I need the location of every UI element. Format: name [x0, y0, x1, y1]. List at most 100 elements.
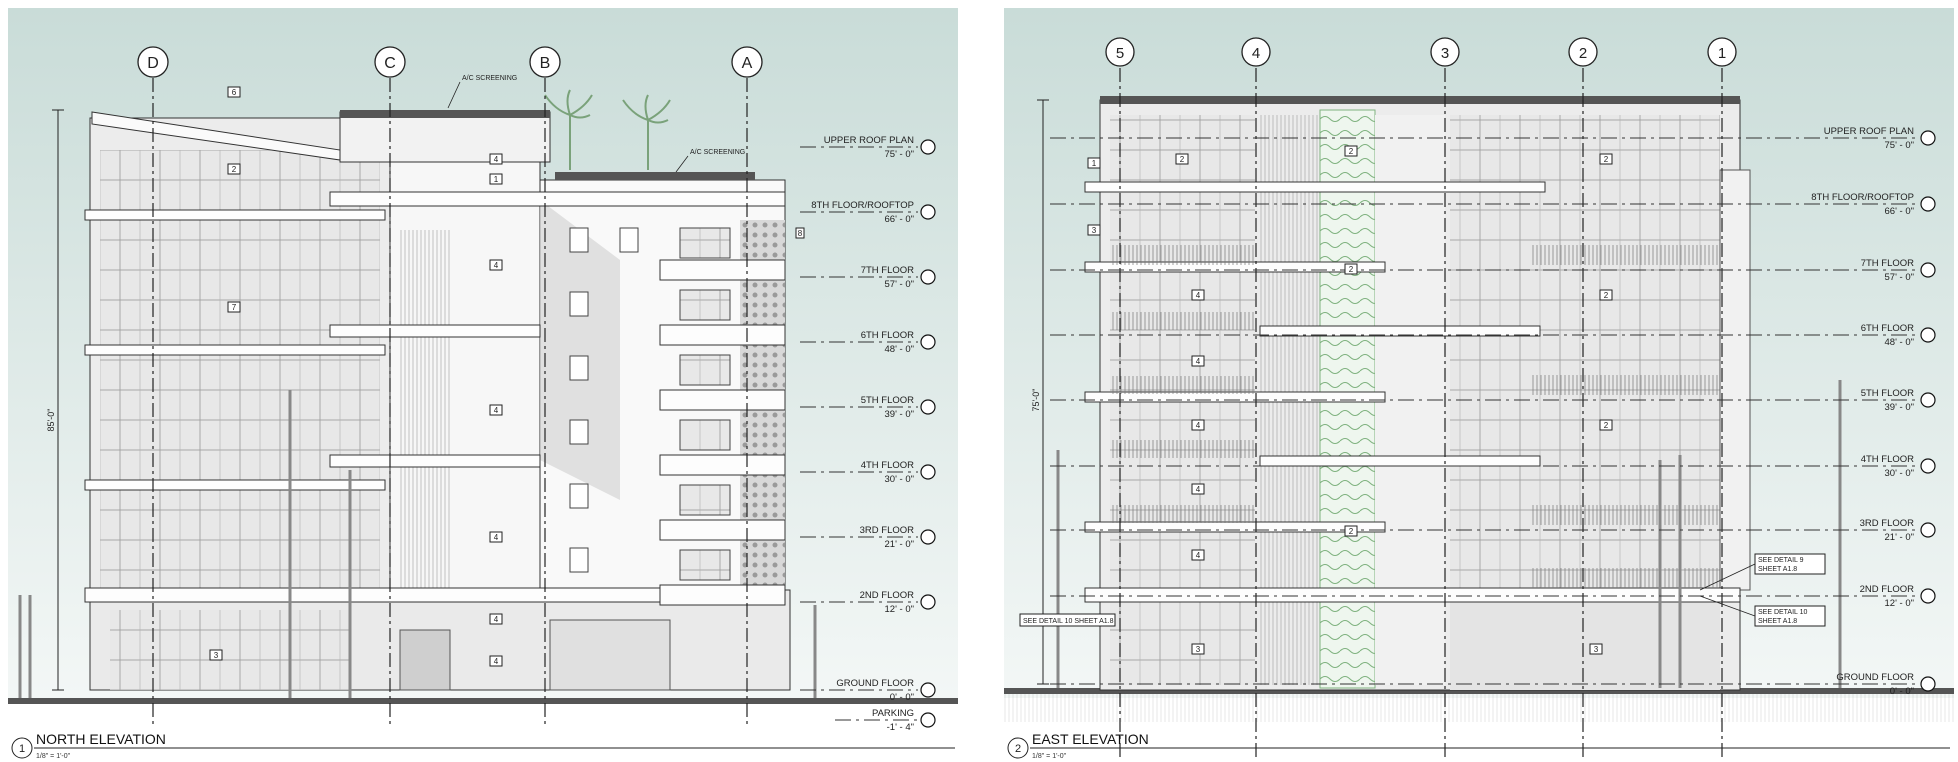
level-elev: 75' - 0"	[1885, 140, 1914, 151]
level-name: 8TH FLOOR/ROOFTOP	[1811, 192, 1914, 203]
north-grid-lines	[152, 78, 748, 728]
view-title: NORTH ELEVATION	[36, 731, 166, 747]
keynote-tag: 2	[1349, 147, 1354, 156]
keynote-tag: 1	[494, 175, 499, 184]
level-name: 3RD FLOOR	[860, 525, 915, 536]
level-elev: 75' - 0"	[885, 149, 914, 160]
level-elev: 48' - 0"	[885, 344, 914, 355]
north-overall-dimension: 85'-0"	[46, 109, 64, 691]
level-elev: 12' - 0"	[885, 604, 914, 615]
keynote-tag: 6	[232, 88, 237, 97]
east-grid-lines	[1119, 68, 1723, 758]
east-street-poles	[1056, 380, 1842, 688]
level-name: 2ND FLOOR	[1860, 584, 1915, 595]
east-ground	[1004, 688, 1954, 694]
detail-note: SHEET A1.8	[1758, 566, 1797, 573]
level-name: 7TH FLOOR	[861, 265, 914, 276]
level-name: UPPER ROOF PLAN	[1824, 126, 1914, 137]
north-elevation-panel: D C B A UPPER ROOF PLAN 75' - 0"	[8, 8, 958, 760]
level-elev: 39' - 0"	[1885, 402, 1914, 413]
level-name: 3RD FLOOR	[1860, 518, 1915, 529]
ac-screening-note: A/C SCREENING	[462, 75, 517, 82]
level-elev: 21' - 0"	[885, 539, 914, 550]
keynote-tag: 7	[232, 303, 237, 312]
level-elev: 0' - 0"	[1890, 686, 1914, 697]
keynote-tag: 4	[494, 615, 499, 624]
east-title-block: 2 EAST ELEVATION 1/8" = 1'-0"	[1007, 731, 1950, 760]
level-elev: 66' - 0"	[885, 214, 914, 225]
level-elev: 57' - 0"	[885, 279, 914, 290]
level-name: 5TH FLOOR	[1861, 388, 1914, 399]
level-elev: 57' - 0"	[1885, 272, 1914, 283]
grid-label-d: D	[147, 55, 159, 72]
keynote-tag: 3	[1092, 226, 1097, 235]
level-elev: 0' - 0"	[890, 692, 914, 703]
view-number: 2	[1015, 743, 1021, 755]
keynote-tag: 2	[1349, 265, 1354, 274]
north-level-lines	[800, 146, 918, 721]
level-elev: 48' - 0"	[1885, 337, 1914, 348]
grid-label-4: 4	[1252, 45, 1260, 62]
north-windows	[569, 227, 731, 581]
overall-height-label: 75'-0"	[1031, 389, 1041, 412]
level-name: UPPER ROOF PLAN	[824, 135, 914, 146]
east-railings	[1110, 245, 1720, 588]
detail-note: SHEET A1.8	[1758, 618, 1797, 625]
level-elev: 12' - 0"	[1885, 598, 1914, 609]
detail-note: SEE DETAIL 9	[1758, 557, 1804, 564]
level-elev: 30' - 0"	[1885, 468, 1914, 479]
grid-label-a: A	[742, 55, 753, 72]
keynote-tag: 2	[232, 165, 237, 174]
view-scale: 1/8" = 1'-0"	[1032, 753, 1067, 760]
rooftop-palm-trees	[544, 89, 671, 170]
ac-screening-note: A/C SCREENING	[690, 149, 745, 156]
east-keynote-tags: 2 2 1 3 2 2 4 4 4 4 4 2 2 2 3 3	[1087, 145, 1613, 655]
level-name: 4TH FLOOR	[861, 460, 914, 471]
keynote-tag: 2	[1180, 155, 1185, 164]
north-slab-bands	[84, 191, 786, 606]
view-scale: 1/8" = 1'-0"	[36, 753, 71, 760]
east-level-targets	[1920, 130, 1936, 692]
level-elev: 21' - 0"	[1885, 532, 1914, 543]
view-number: 1	[19, 743, 25, 755]
east-grid-bubbles	[1105, 37, 1737, 67]
grid-label-3: 3	[1441, 45, 1449, 62]
level-name: 7TH FLOOR	[1861, 258, 1914, 269]
detail-note: SEE DETAIL 10	[1758, 609, 1808, 616]
detail-note: SEE DETAIL 10 SHEET A1.8	[1023, 618, 1114, 625]
east-overall-dimension: 75'-0"	[1031, 99, 1049, 685]
keynote-tag: 4	[494, 533, 499, 542]
east-ground-pattern	[1004, 694, 1954, 722]
keynote-tag: 4	[1196, 357, 1201, 366]
level-name: 4TH FLOOR	[1861, 454, 1914, 465]
keynote-tag: 2	[1604, 155, 1609, 164]
level-name: 5TH FLOOR	[861, 395, 914, 406]
keynote-tag: 3	[1196, 645, 1201, 654]
level-elev: 39' - 0"	[885, 409, 914, 420]
level-elev: 66' - 0"	[1885, 206, 1914, 217]
grid-label-2: 2	[1579, 45, 1587, 62]
grid-label-b: B	[540, 55, 551, 72]
east-detail-notes: SEE DETAIL 9 SHEET A1.8 SEE DETAIL 10 SH…	[1019, 553, 1826, 627]
grid-label-1: 1	[1718, 45, 1726, 62]
north-title-block: 1 NORTH ELEVATION 1/8" = 1'-0"	[11, 731, 955, 760]
keynote-tag: 4	[1196, 421, 1201, 430]
level-name: PARKING	[872, 708, 914, 719]
keynote-tag: 4	[1196, 551, 1201, 560]
keynote-tag: 4	[1196, 291, 1201, 300]
keynote-tag: 8	[798, 229, 803, 238]
keynote-tag: 4	[494, 657, 499, 666]
keynote-tag: 2	[1349, 527, 1354, 536]
east-elevation-panel: 5 4 3 2 1 UPPER ROOF PLAN 75' - 0" 8TH	[1004, 8, 1954, 760]
keynote-tag: 3	[214, 651, 219, 660]
north-street-poles	[18, 390, 817, 698]
keynote-tag: 2	[1604, 291, 1609, 300]
north-grid-bubbles	[137, 46, 763, 78]
north-keynote-tags: 6 2 4 1 4 7 4 4 4 3 4 8	[209, 86, 805, 667]
grid-label-5: 5	[1116, 45, 1124, 62]
north-level-targets	[920, 139, 936, 728]
level-elev: -1' - 4"	[887, 722, 914, 733]
view-title: EAST ELEVATION	[1032, 731, 1149, 747]
level-name: 8TH FLOOR/ROOFTOP	[811, 200, 914, 211]
